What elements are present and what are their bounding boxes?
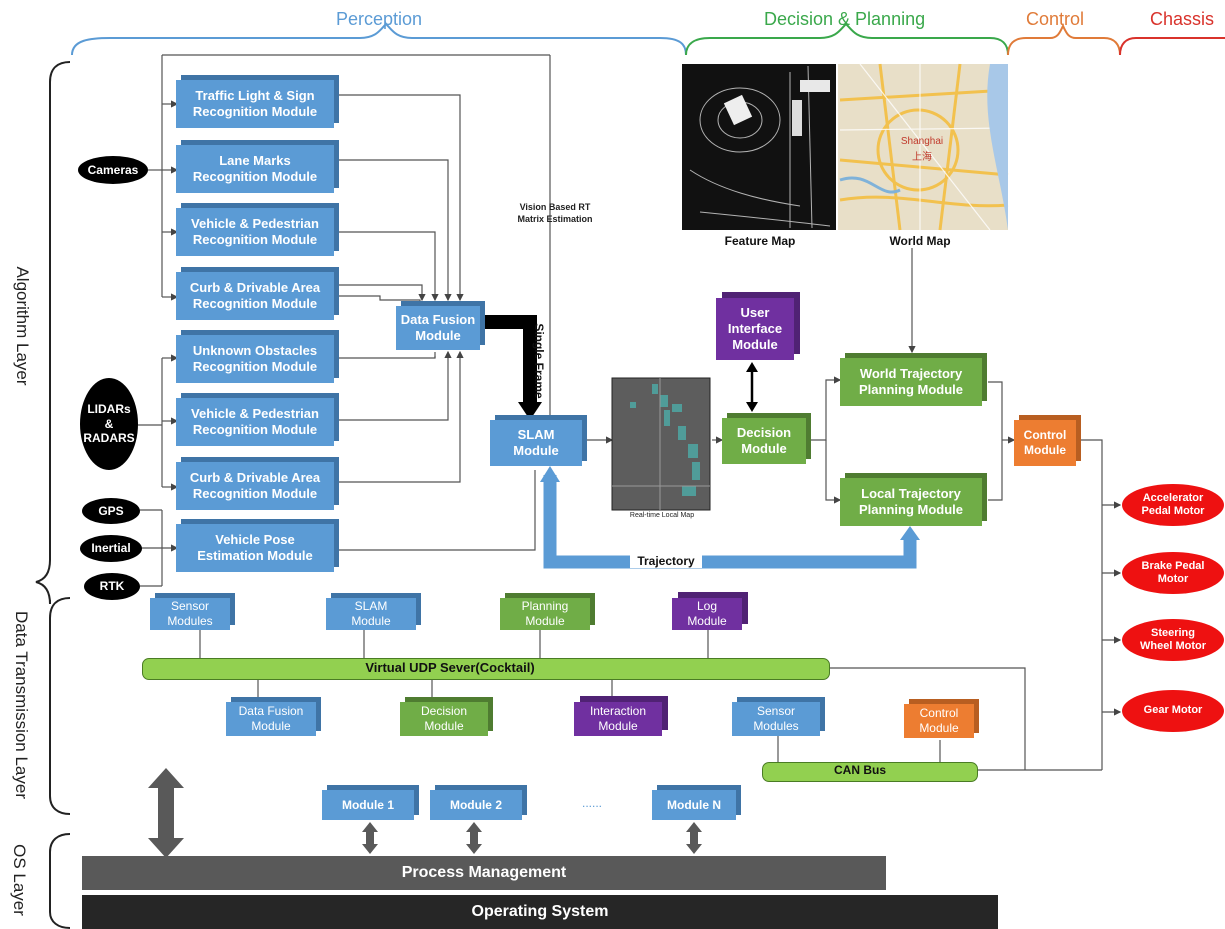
chassis-brace [1119, 37, 1225, 56]
decision-brace [685, 22, 1009, 56]
module-2-arrow [466, 822, 482, 854]
os-brace [49, 833, 71, 929]
perception-brace [71, 22, 687, 56]
trajectory-arrow [543, 475, 917, 569]
transmission-brace [49, 597, 71, 815]
operating-system-bar [82, 895, 998, 929]
process-management-bar [82, 856, 886, 890]
single-frame-arrow [480, 315, 537, 408]
module-n-arrow [686, 822, 702, 854]
transmission-os-arrow [148, 768, 184, 858]
algorithm-brace [35, 61, 71, 605]
module-1-arrow [362, 822, 378, 854]
control-brace [1007, 23, 1121, 56]
